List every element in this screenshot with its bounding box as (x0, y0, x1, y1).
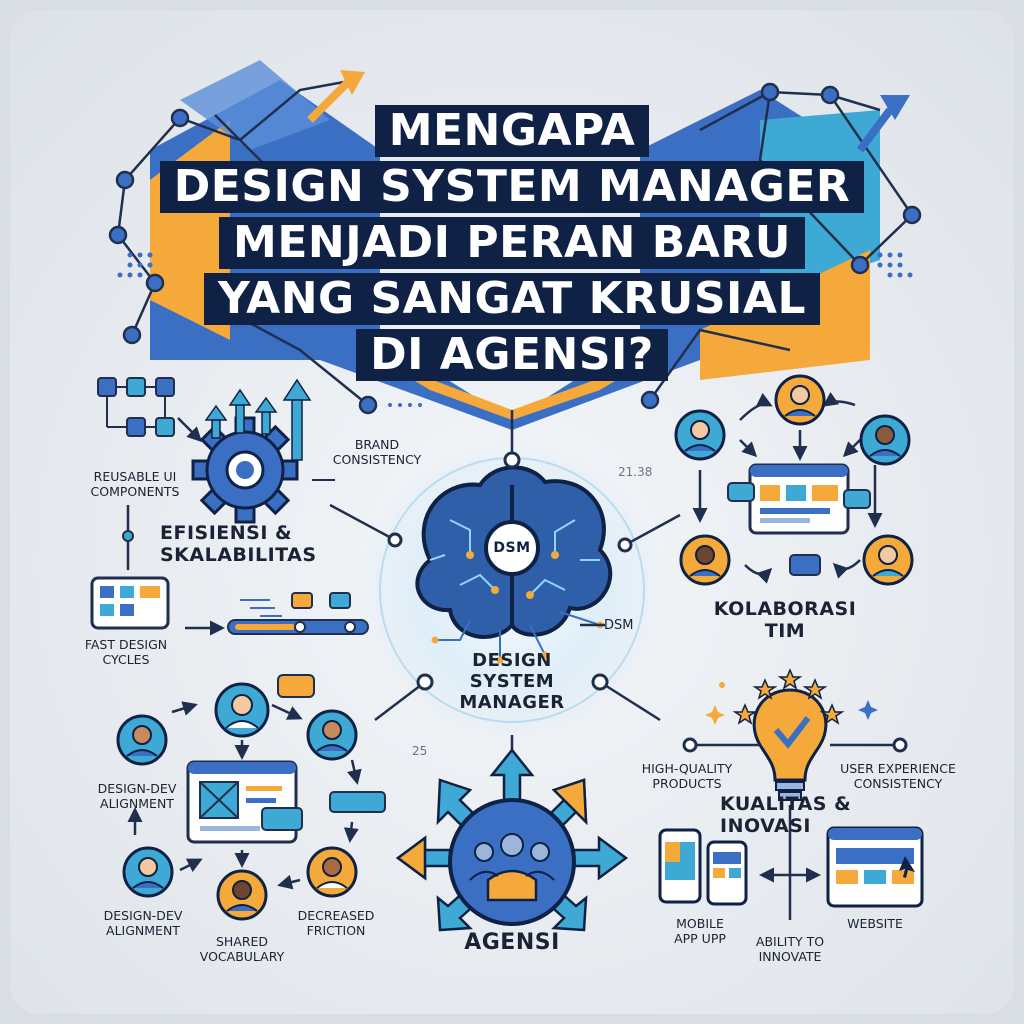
decreased-friction-label: DECREASED FRICTION (297, 908, 375, 938)
connector-nodes (387, 451, 633, 691)
number-top: 21.38 (618, 465, 653, 479)
website-icon (826, 826, 924, 908)
avatar-collab-3 (859, 414, 911, 466)
agensi-heading: AGENSI (464, 930, 560, 955)
speed-timeline-icon (227, 592, 369, 635)
main-title: MENGAPA DESIGN SYSTEM MANAGER MENJADI PE… (150, 105, 874, 381)
growth-arrows-icon (204, 378, 312, 461)
title-network-nodes (108, 82, 922, 415)
ux-consistency-label: USER EXPERIENCE CONSISTENCY (840, 761, 956, 791)
dsm-badge-label: DSM (493, 540, 531, 556)
high-quality-products-label: HIGH-QUALITY PRODUCTS (641, 761, 733, 791)
alignment-browser-icon (186, 674, 386, 844)
dsm-badge-circle (484, 520, 540, 576)
ui-component-panel-icon (90, 576, 170, 630)
kolaborasi-heading: KOLABORASI TIM (713, 598, 857, 642)
avatar-align-3 (306, 709, 358, 761)
efisiensi-heading: EFISIENSI & SKALABILITAS (160, 522, 317, 566)
lightbulb-check-icon (752, 688, 828, 801)
avatar-align-5 (216, 869, 268, 921)
avatar-align-6 (306, 846, 358, 898)
design-system-manager-label: DESIGN SYSTEM MANAGER (459, 650, 565, 713)
website-label: WEBSITE (847, 916, 903, 931)
title-line-2: DESIGN SYSTEM MANAGER (159, 161, 865, 213)
avatar-collab-5 (862, 534, 914, 586)
gear-icon (191, 416, 299, 524)
mobile-app-label: MOBILE APP UPP (674, 916, 726, 946)
node-ux (892, 737, 908, 753)
title-line-1: MENGAPA (374, 105, 650, 157)
flow-node (122, 530, 134, 542)
design-dev-alignment-top-label: DESIGN-DEV ALIGNMENT (97, 781, 177, 811)
agensi-arrows-icon (395, 747, 629, 932)
number-left: 25 (412, 744, 428, 758)
alignment-arrows (127, 701, 362, 890)
brand-consistency-label: BRAND CONSISTENCY (332, 437, 422, 467)
avatar-collab-1 (674, 409, 726, 461)
brain-icon (415, 465, 613, 664)
kualitas-heading: KUALITAS & INOVASI (720, 793, 852, 837)
avatar-collab-4 (679, 534, 731, 586)
mobile-phone-icons (658, 828, 748, 906)
kolaborasi-arrows (692, 391, 883, 584)
avatar-align-2 (214, 682, 270, 738)
avatar-align-1 (116, 714, 168, 766)
decorative-dots (117, 252, 913, 407)
star-icons (732, 668, 845, 725)
flow-arrow (177, 417, 203, 443)
ability-to-innovate-label: ABILITY TO INNOVATE (755, 934, 825, 964)
shared-vocabulary-label: SHARED VOCABULARY (199, 934, 285, 964)
sparkle-icons (705, 682, 878, 725)
title-line-3: MENJADI PERAN BARU (219, 217, 805, 269)
avatar-collab-2 (774, 374, 826, 426)
title-trend-arrows (307, 70, 910, 153)
design-dev-alignment-bottom-label: DESIGN-DEV ALIGNMENT (103, 908, 183, 938)
reusable-components-label: REUSABLE UI COMPONENTS (90, 469, 180, 499)
kolaborasi-network (727, 463, 871, 576)
title-line-4: YANG SANGAT KRUSIAL (204, 273, 820, 325)
component-flow-icon (97, 377, 175, 437)
kualitas-connectors (690, 743, 900, 920)
node-high-quality (682, 737, 698, 753)
fast-design-cycles-label: FAST DESIGN CYCLES (84, 637, 168, 667)
dsm-side-label: DSM (604, 618, 634, 633)
title-line-5: DI AGENSI? (356, 329, 668, 381)
avatar-align-4 (122, 846, 174, 898)
